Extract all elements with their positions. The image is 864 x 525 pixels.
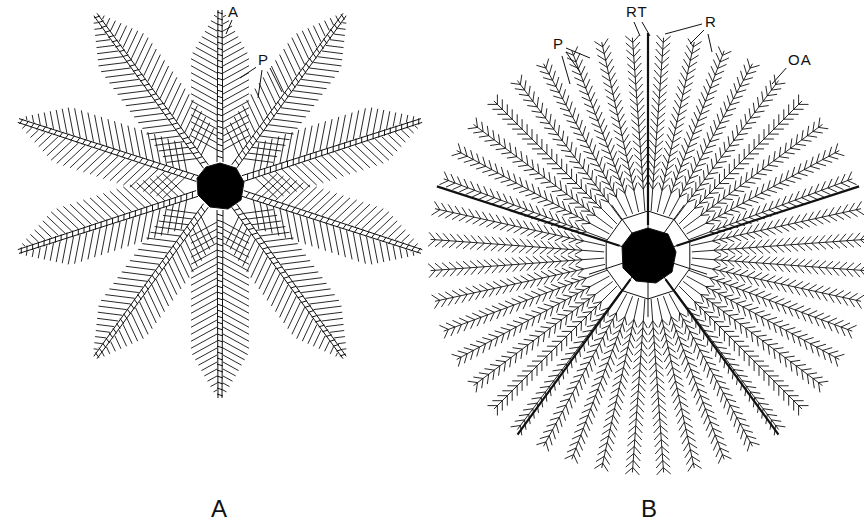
figure-caption: A: [208, 496, 230, 522]
calyx: [197, 163, 244, 209]
arm-stroke: [468, 118, 613, 229]
arm-stroke: [565, 46, 633, 213]
leader-line: [642, 22, 650, 36]
arm-stroke: [687, 143, 845, 234]
arm-stroke: [657, 298, 701, 472]
leader-line: [690, 30, 704, 44]
arm-stroke: [22, 108, 187, 198]
arm-stroke: [232, 13, 347, 168]
arm-stroke: [191, 222, 249, 392]
leader-line: [226, 20, 232, 34]
arm-stroke: [94, 13, 209, 168]
arm-stroke: [683, 281, 828, 392]
arm-stroke: [679, 95, 808, 224]
arm-stroke: [594, 298, 638, 472]
arm-stroke: [589, 193, 707, 317]
figure-caption: B: [638, 496, 660, 522]
arm-stroke: [689, 172, 856, 240]
arm-stroke: [488, 286, 617, 415]
leader-line: [258, 70, 262, 98]
calyx: [622, 228, 676, 283]
arm-stroke: [488, 95, 617, 224]
arm-stroke: [649, 299, 671, 475]
arm-stroke: [22, 174, 187, 264]
part-label: P: [551, 36, 566, 52]
arm-stroke: [242, 191, 422, 254]
leader-line: [772, 66, 788, 84]
coiled-arms: [428, 33, 864, 475]
arm-stroke: [94, 204, 209, 359]
arm-stroke: [94, 16, 214, 163]
arm-stroke: [691, 201, 864, 245]
arm-stroke: [468, 281, 613, 392]
arm-stroke: [594, 39, 638, 213]
arm-stroke: [217, 210, 223, 398]
arm-stroke: [432, 264, 606, 308]
part-label: OA: [786, 52, 814, 68]
arm-stroke: [511, 75, 622, 220]
arm-stroke: [253, 108, 417, 198]
arm-stroke: [428, 256, 604, 278]
part-label: RT: [624, 4, 650, 20]
extended-arms: [18, 10, 422, 398]
arm-stroke: [683, 118, 828, 229]
arm-stroke: [18, 119, 198, 182]
arm-stroke: [679, 286, 808, 415]
leader-line: [708, 34, 712, 52]
leader-line: [270, 68, 282, 92]
leader-line: [634, 22, 640, 36]
part-label: R: [703, 14, 719, 30]
leader-line: [562, 56, 570, 84]
arm-stroke: [232, 204, 347, 359]
arm-stroke: [253, 174, 417, 264]
arm-stroke: [669, 294, 760, 452]
arm-stroke: [452, 276, 610, 367]
arm-stroke: [511, 290, 622, 435]
arm-stroke: [625, 35, 647, 211]
leader-line: [566, 52, 580, 72]
part-label: A: [226, 4, 241, 20]
leader-lines: [226, 20, 788, 98]
arm-stroke: [657, 39, 701, 213]
arm-stroke: [439, 270, 606, 338]
arm-stroke: [692, 232, 864, 254]
leader-line: [665, 24, 702, 34]
arm-stroke: [217, 10, 223, 162]
arm-stroke: [674, 75, 785, 220]
part-label: P: [256, 52, 271, 68]
arm-stroke: [437, 33, 859, 435]
arm-stroke: [432, 201, 606, 245]
arm-stroke: [674, 290, 785, 435]
arm-stroke: [536, 59, 627, 217]
